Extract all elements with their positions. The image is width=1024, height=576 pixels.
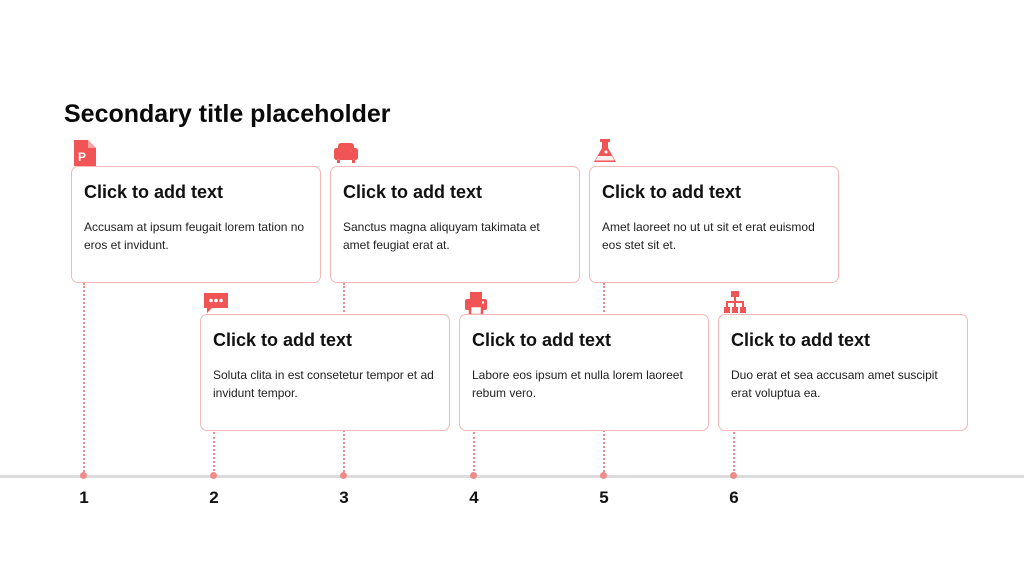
timeline-dot-3 [340, 472, 347, 479]
connector-line-2 [213, 432, 215, 475]
timeline-card-6[interactable]: Click to add text Duo erat et sea accusa… [718, 314, 968, 431]
chat-bubble-icon [204, 293, 228, 313]
timeline-card-1[interactable]: Click to add text Accusam at ipsum feuga… [71, 166, 321, 283]
page-title: Secondary title placeholder [64, 100, 391, 128]
svg-text:P: P [78, 150, 86, 164]
card-body[interactable]: Amet laoreet no ut ut sit et erat euismo… [602, 220, 815, 252]
timeline-card-5[interactable]: Click to add text Amet laoreet no ut ut … [589, 166, 839, 283]
timeline-axis [0, 475, 1024, 478]
card-heading[interactable]: Click to add text [472, 330, 612, 350]
printer-icon [465, 292, 487, 317]
step-number-6: 6 [729, 488, 739, 507]
connector-line-6 [733, 432, 735, 475]
timeline-dot-6 [730, 472, 737, 479]
step-number-1: 1 [79, 488, 89, 507]
flask-icon [594, 139, 616, 162]
presentation-file-icon: P [74, 140, 96, 166]
card-body[interactable]: Labore eos ipsum et nulla lorem laoreet … [472, 368, 683, 400]
connector-line-4 [473, 432, 475, 475]
timeline-card-2[interactable]: Click to add text Soluta clita in est co… [200, 314, 450, 431]
hierarchy-icon [724, 291, 746, 313]
card-heading[interactable]: Click to add text [84, 182, 224, 202]
card-body[interactable]: Accusam at ipsum feugait lorem tation no… [84, 220, 305, 252]
timeline-card-4[interactable]: Click to add text Labore eos ipsum et nu… [459, 314, 709, 431]
step-number-2: 2 [209, 488, 219, 507]
card-body[interactable]: Soluta clita in est consetetur tempor et… [213, 368, 434, 400]
timeline-dot-4 [470, 472, 477, 479]
timeline-dot-2 [210, 472, 217, 479]
card-body[interactable]: Duo erat et sea accusam amet suscipit er… [731, 368, 938, 400]
card-heading[interactable]: Click to add text [343, 182, 483, 202]
step-number-5: 5 [599, 488, 609, 507]
card-body[interactable]: Sanctus magna aliquyam takimata et amet … [343, 220, 540, 252]
connector-line-1 [83, 283, 85, 475]
card-heading[interactable]: Click to add text [731, 330, 871, 350]
step-number-3: 3 [339, 488, 349, 507]
card-heading[interactable]: Click to add text [213, 330, 353, 350]
step-number-4: 4 [469, 488, 479, 507]
sofa-icon [334, 143, 358, 163]
timeline-dot-5 [600, 472, 607, 479]
timeline-card-3[interactable]: Click to add text Sanctus magna aliquyam… [330, 166, 580, 283]
timeline-dot-1 [80, 472, 87, 479]
card-heading[interactable]: Click to add text [602, 182, 742, 202]
